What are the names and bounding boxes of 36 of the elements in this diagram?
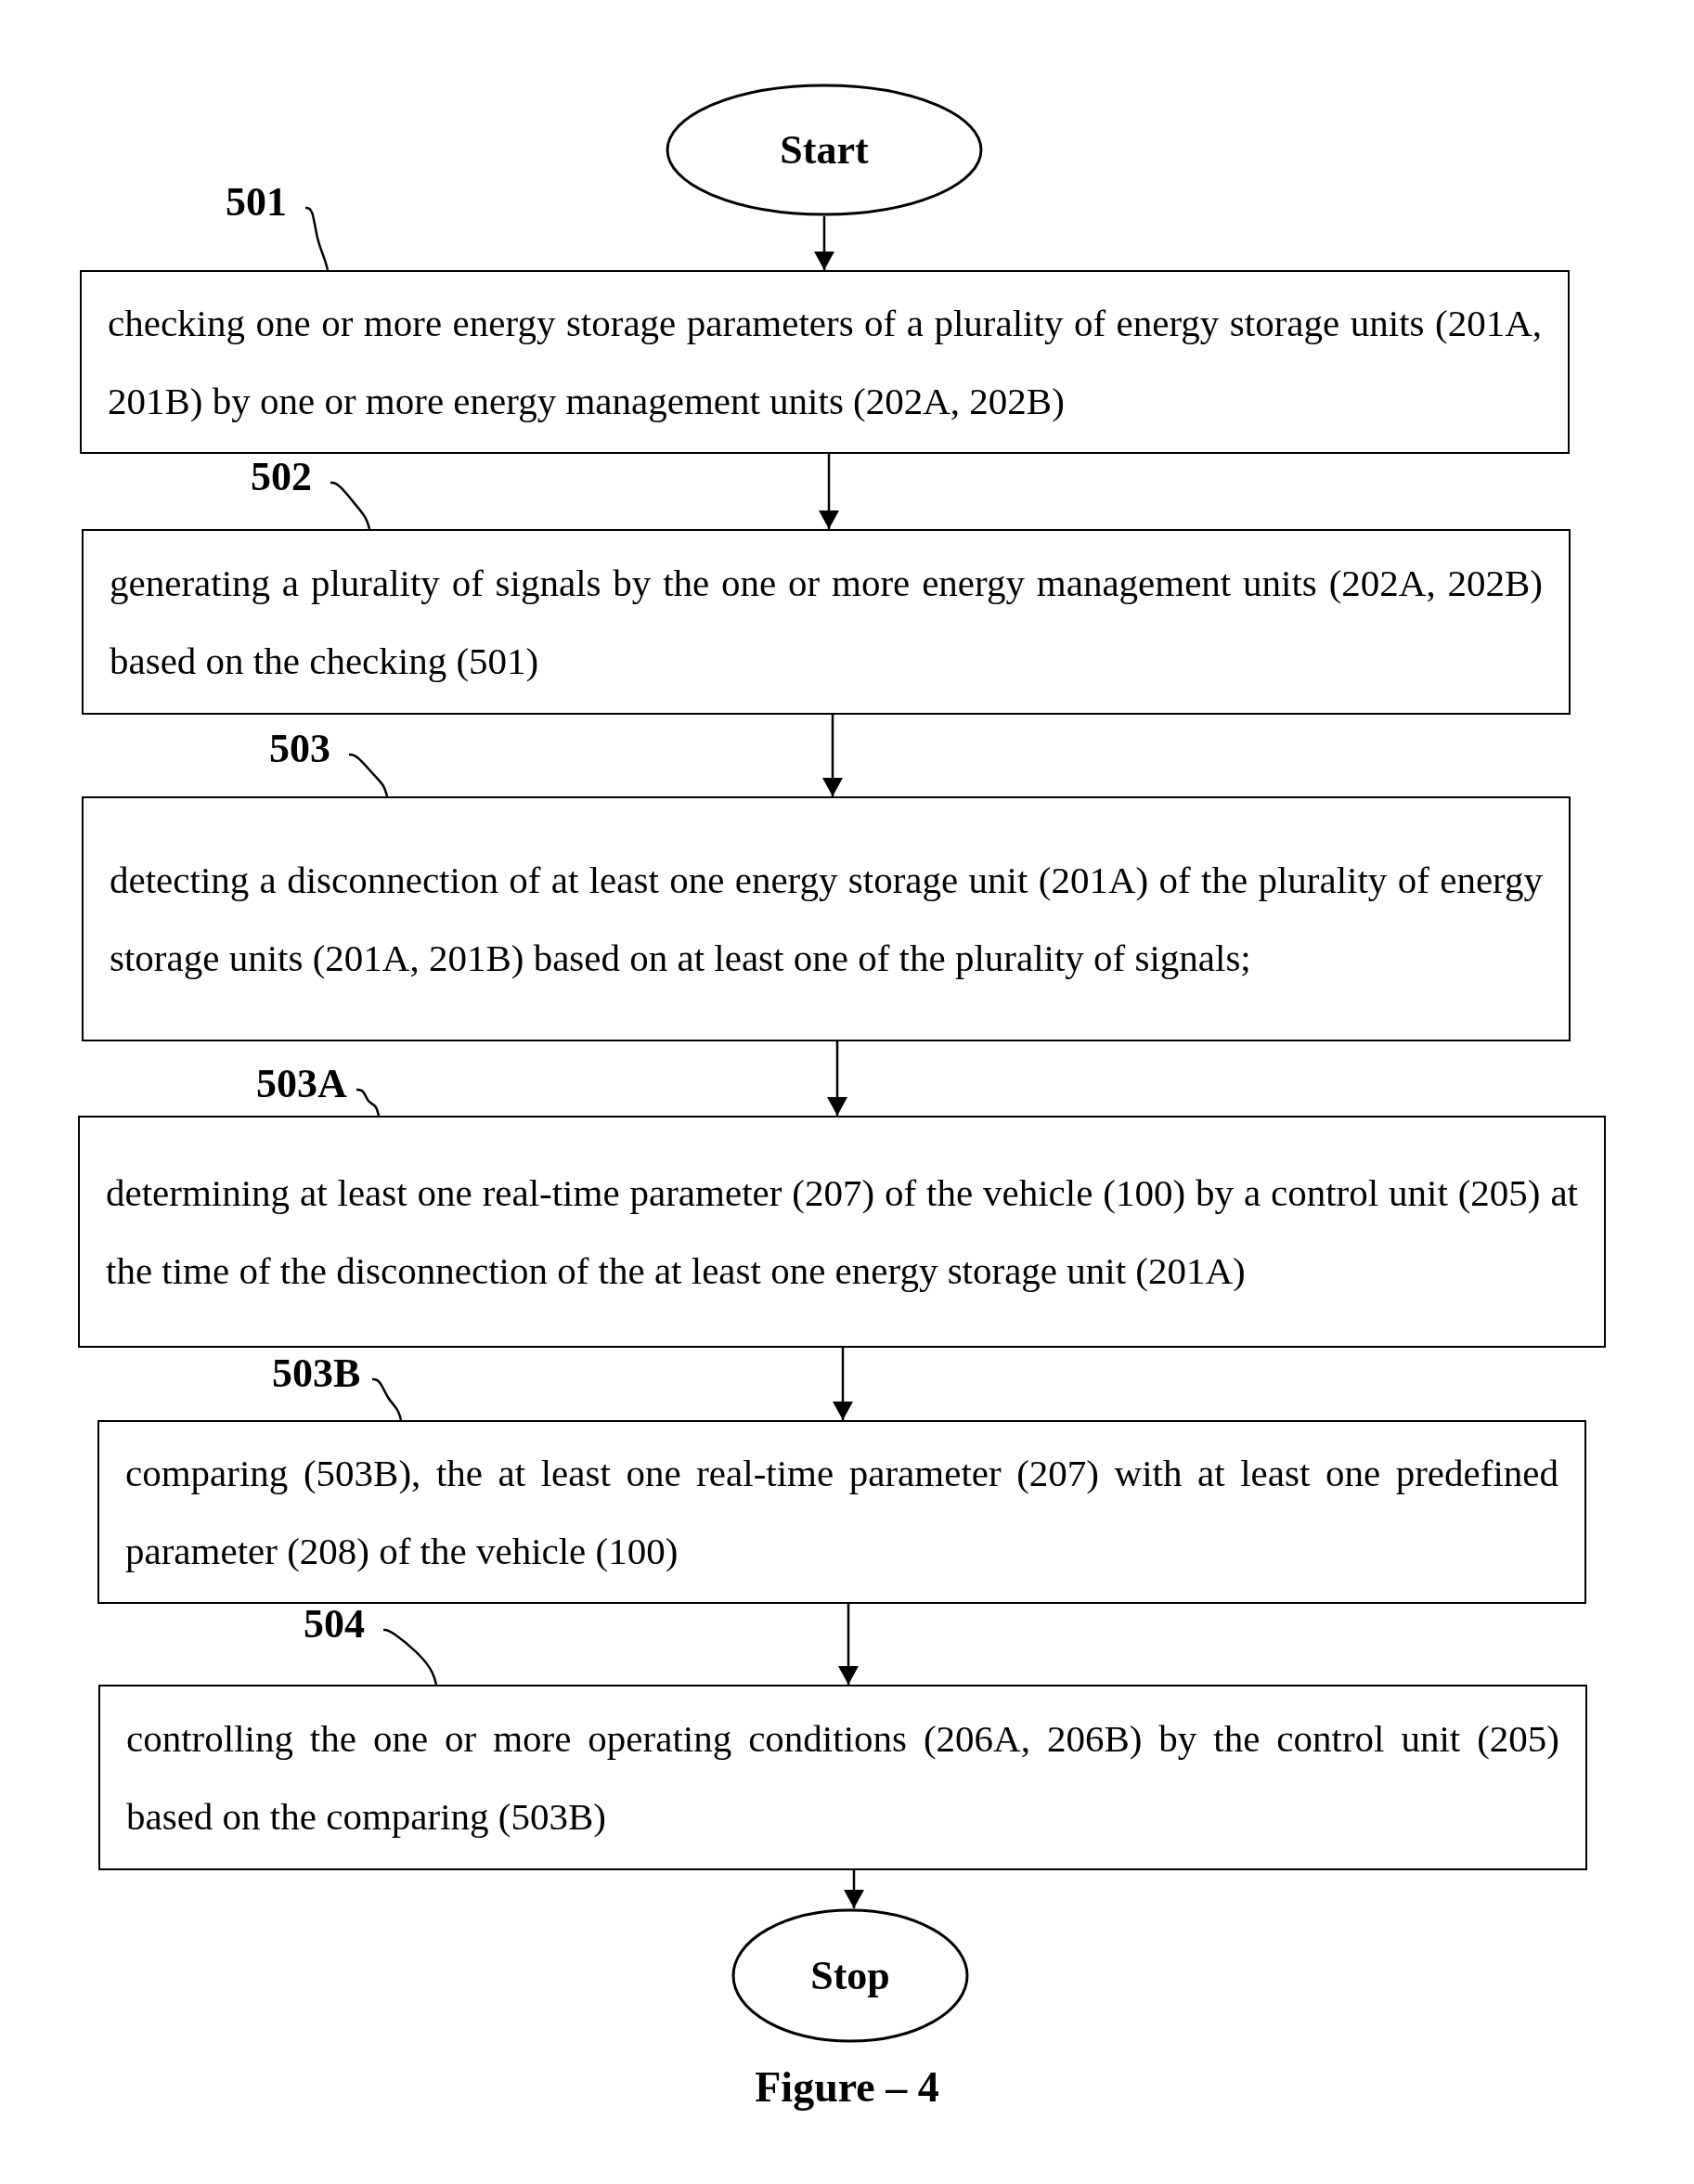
arrow bbox=[814, 216, 834, 270]
leader-line bbox=[348, 753, 389, 797]
step-number: 503B bbox=[272, 1348, 376, 1400]
step-number: 504 bbox=[304, 1598, 387, 1650]
step-number: 502 bbox=[251, 451, 334, 503]
process-box bbox=[82, 529, 1571, 715]
step-number: 501 bbox=[226, 176, 309, 228]
step-text: generating a plurality of signals by the one or more energy management units (202A, 202B) based on the checking (501) bbox=[110, 561, 1543, 684]
step-text: comparing (503B), the at least one real-time parameter (207) with at least one predefined parameter (208) of the vehicle (100) bbox=[125, 1451, 1558, 1574]
arrow bbox=[827, 1041, 847, 1116]
process-box bbox=[80, 270, 1570, 454]
terminal-ellipse bbox=[731, 1908, 969, 2043]
process-box bbox=[78, 1116, 1606, 1348]
leader-line bbox=[356, 1088, 381, 1117]
terminal-text: Start bbox=[780, 126, 869, 174]
figure-caption: Figure – 4 bbox=[754, 2062, 940, 2112]
step-number: 503A bbox=[256, 1058, 360, 1110]
step-number: 503 bbox=[269, 723, 353, 775]
arrow bbox=[819, 454, 839, 529]
step-text: determining at least one real-time parameter (207) of the vehicle (100) by a control unit (205) at the time of the disconnection of the at least one energy storage unit (201A) bbox=[106, 1170, 1578, 1294]
terminal-ellipse bbox=[666, 84, 983, 216]
step-text: detecting a disconnection of at least one energy storage unit (201A) of the plurality of energy storage units (201A, 201B) based on at least one of the plurality of signals; bbox=[110, 858, 1543, 981]
leader-line bbox=[330, 481, 371, 530]
process-box bbox=[97, 1420, 1586, 1604]
leader-line bbox=[382, 1628, 438, 1686]
process-box bbox=[98, 1685, 1587, 1870]
arrow bbox=[844, 1870, 864, 1908]
step-text: controlling the one or more operating conditions (206A, 206B) by the control unit (205) based on the comparing (503B) bbox=[126, 1716, 1559, 1840]
arrow bbox=[838, 1604, 859, 1685]
arrow bbox=[833, 1348, 853, 1420]
leader-line bbox=[371, 1377, 403, 1421]
process-box bbox=[82, 796, 1571, 1041]
step-text: checking one or more energy storage parameters of a plurality of energy storage units (201A, 201B) by one or more energy management units (202A, 202B) bbox=[108, 301, 1542, 424]
leader-line bbox=[304, 206, 330, 271]
terminal-text: Stop bbox=[810, 1952, 890, 1999]
arrow bbox=[822, 715, 843, 796]
